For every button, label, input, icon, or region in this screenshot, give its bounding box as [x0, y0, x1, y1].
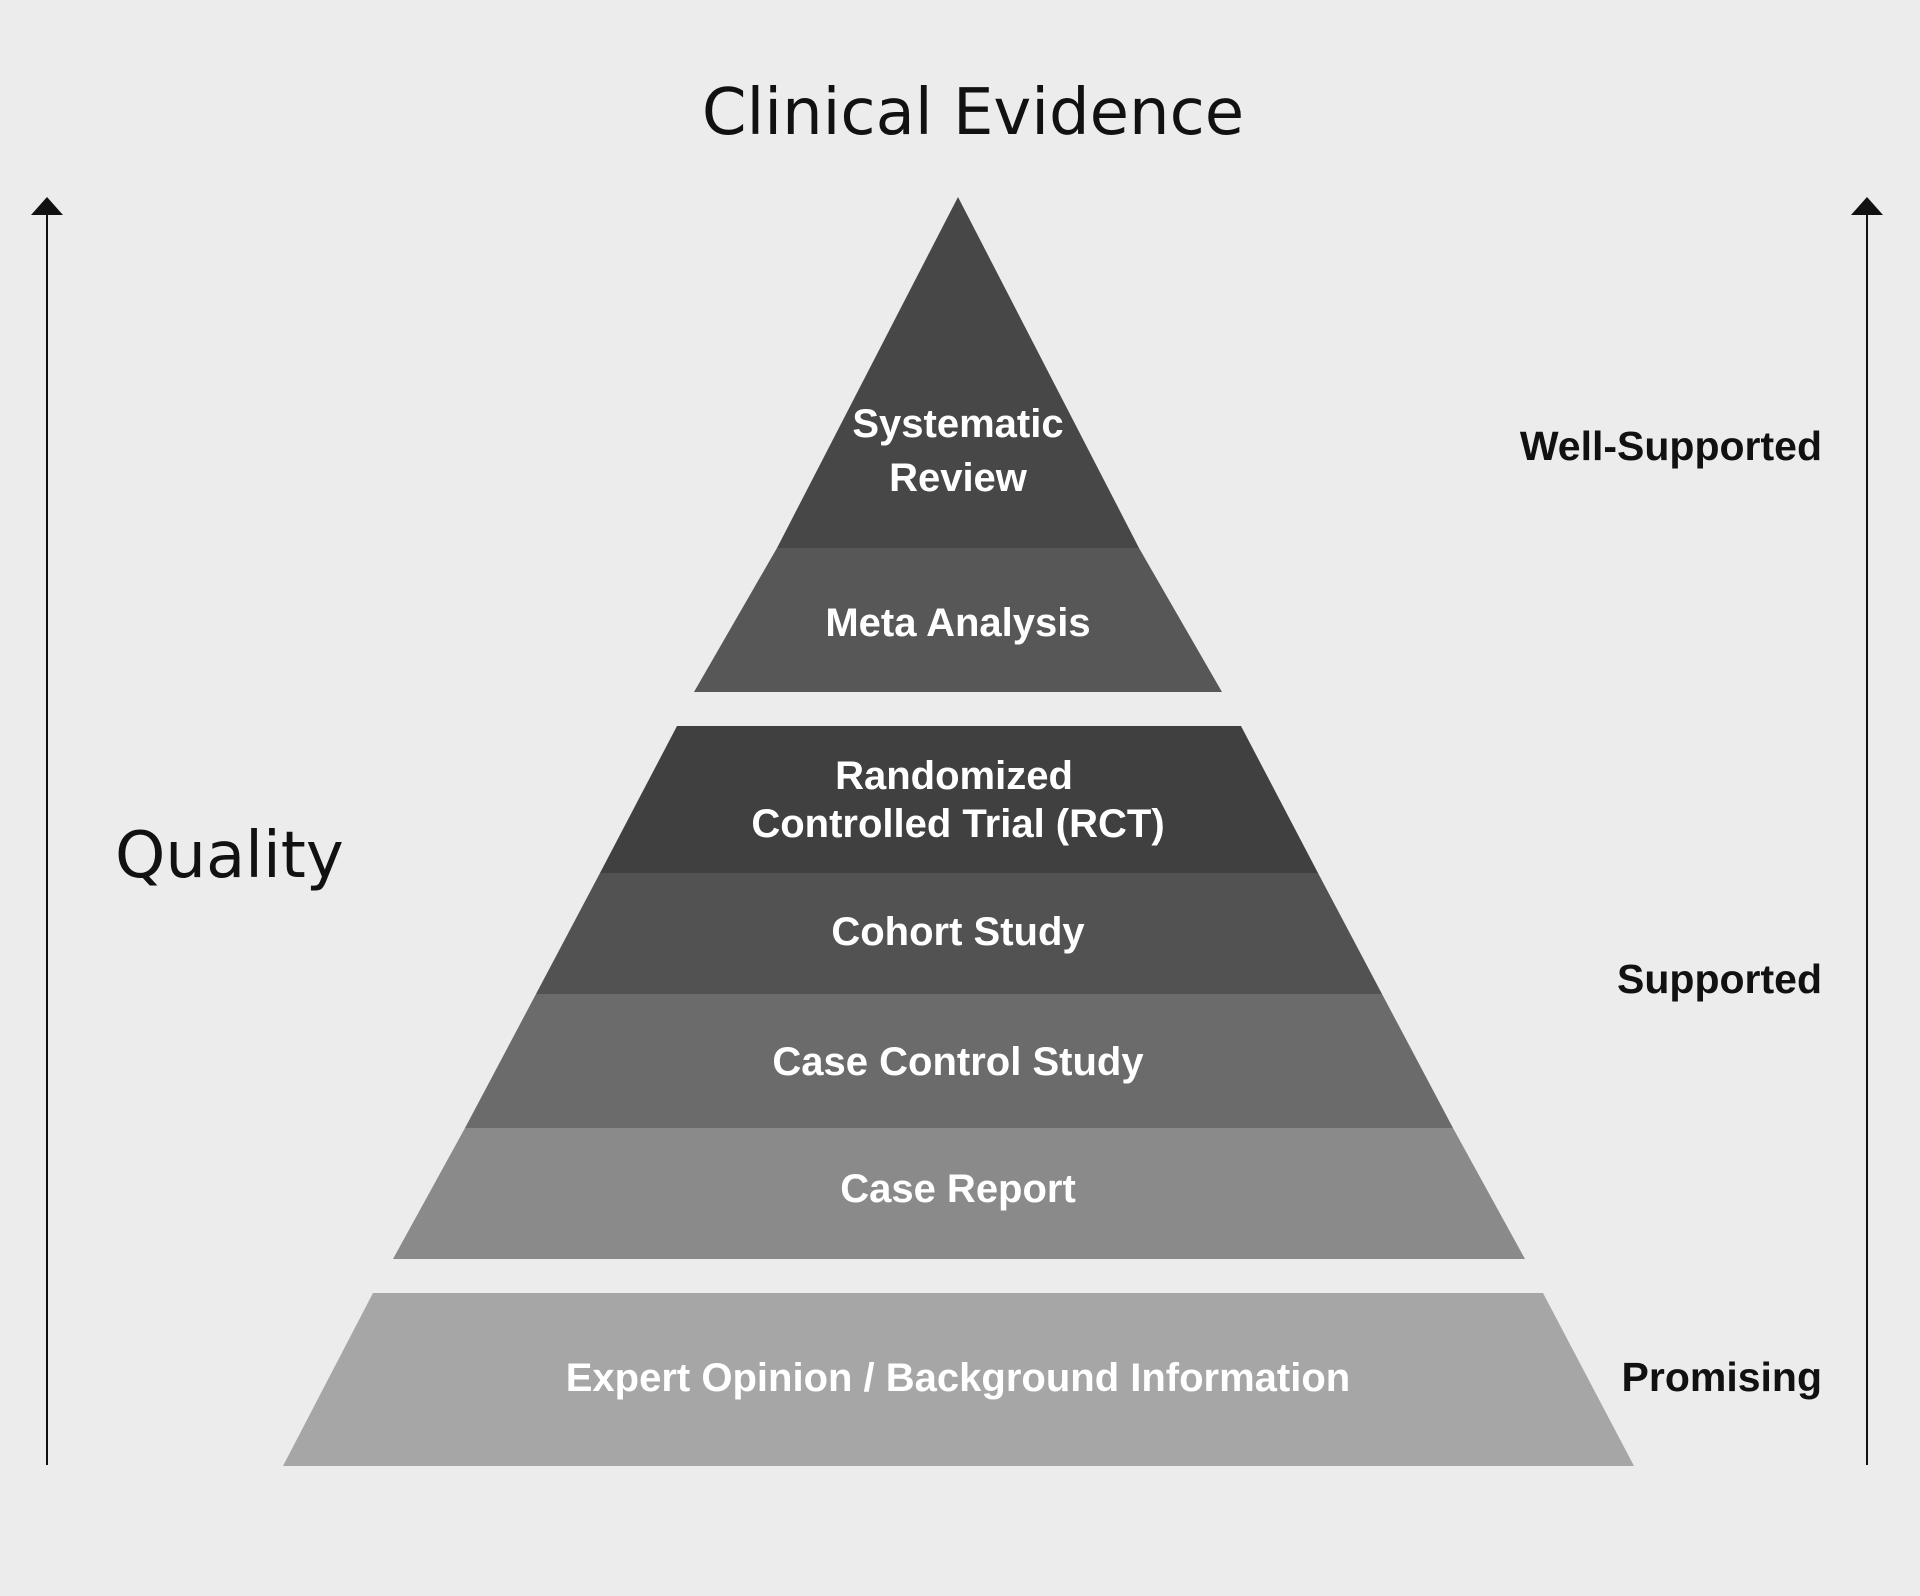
pyramid-section-promising	[283, 1293, 1634, 1466]
tier-label-supported: Supported	[1617, 956, 1822, 1002]
layer-label-cohort-study: Cohort Study	[831, 910, 1085, 954]
layer-expert-opinion	[283, 1293, 1634, 1466]
layer-label-rct-line2: Controlled Trial (RCT)	[751, 802, 1164, 846]
layer-case-report	[393, 1128, 1525, 1259]
layer-rct	[600, 726, 1318, 873]
arrow-up-icon	[1851, 197, 1883, 215]
pyramid-section-well-supported	[694, 197, 1222, 692]
layer-label-systematic-review-line1: Systematic	[852, 402, 1063, 446]
layer-label-systematic-review-line2: Review	[889, 456, 1028, 500]
layer-label-case-control-study: Case Control Study	[772, 1040, 1144, 1084]
layer-case-control-study	[465, 994, 1453, 1128]
quality-arrow-right	[1851, 197, 1883, 1465]
layer-systematic-review	[777, 197, 1139, 548]
layer-label-case-report: Case Report	[840, 1167, 1076, 1211]
tier-label-promising: Promising	[1622, 1354, 1822, 1400]
layer-cohort-study	[536, 873, 1382, 994]
layer-meta-analysis	[694, 548, 1222, 692]
pyramid-section-supported	[393, 726, 1525, 1259]
layer-label-meta-analysis: Meta Analysis	[825, 601, 1090, 645]
tier-label-well-supported: Well-Supported	[1520, 423, 1822, 469]
quality-axis-label: Quality	[115, 819, 344, 893]
layer-label-rct-line1: Randomized	[835, 754, 1073, 798]
arrow-up-icon	[31, 197, 63, 215]
layer-label-expert-opinion: Expert Opinion / Background Information	[566, 1356, 1350, 1400]
diagram-title: Clinical Evidence	[702, 76, 1244, 150]
quality-arrow-left	[31, 197, 63, 1465]
